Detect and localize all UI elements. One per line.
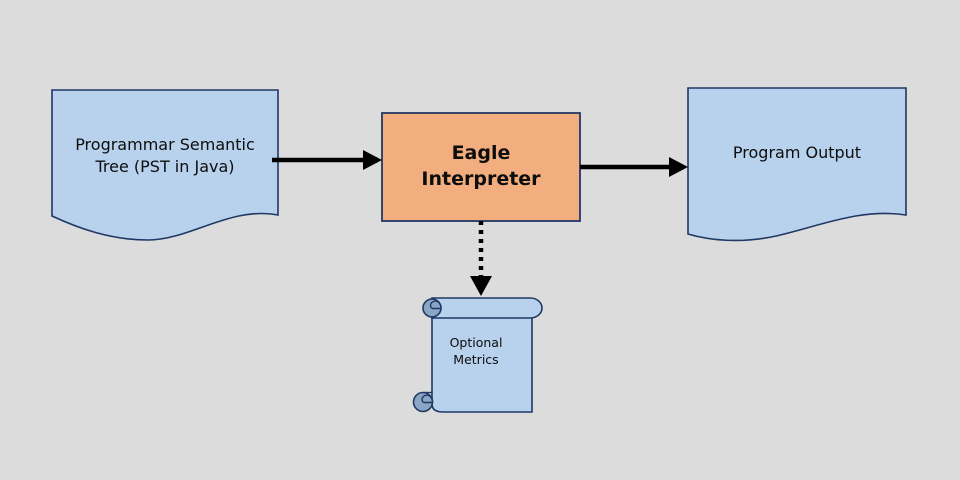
program-output-shape[interactable] <box>687 87 907 242</box>
optional-metrics-shape[interactable] <box>412 297 543 413</box>
arrow-eagle-to-metrics[interactable] <box>470 221 492 296</box>
arrow-eagle-to-output[interactable] <box>580 157 688 177</box>
eagle-interpreter-shape[interactable] <box>381 112 581 222</box>
programmar-semantic-tree-shape[interactable] <box>51 89 279 241</box>
arrow-pst-to-eagle[interactable] <box>272 150 382 170</box>
